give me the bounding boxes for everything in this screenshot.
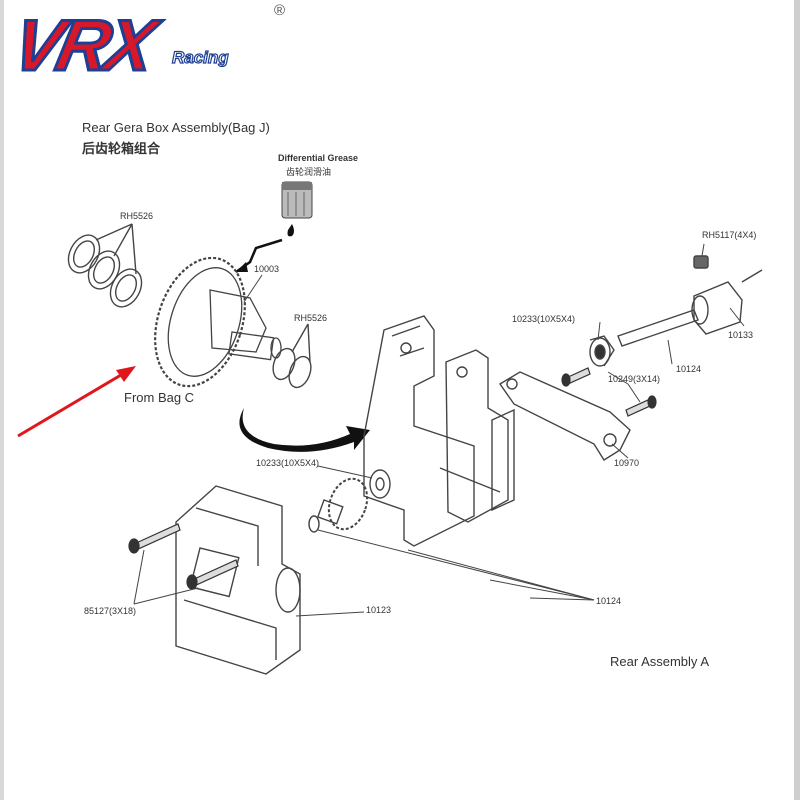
page-title: Rear Gera Box Assembly(Bag J) [82,120,270,135]
grease-label: Differential Grease [278,153,359,163]
grease-label-cn: 齿轮润滑油 [286,168,332,178]
part-10970: 10970 [614,458,640,468]
part-10124-shaft: 10124 [676,364,702,374]
from-bag-label: From Bag C [124,390,195,405]
grease-tube [235,181,313,274]
gearbox-housing [363,315,515,547]
curved-arrow [239,408,370,452]
leader-lines [133,243,745,617]
screws [128,367,657,590]
output-shaft [617,255,763,347]
part-10003: 10003 [254,264,280,274]
part-10123: 10123 [366,605,392,615]
svg-text:VRX: VRX [6,6,167,86]
part-10124-pinion: 10124 [596,596,622,606]
washers-right [272,323,312,389]
left-border [0,0,4,800]
washers-left [67,223,143,308]
registered-mark: ® [274,2,286,19]
right-border [794,0,800,800]
differential-gear [154,256,282,388]
arm-10970 [498,371,631,461]
part-rh5526-left: RH5526 [120,211,154,221]
part-10133: 10133 [728,330,754,340]
svg-text:Racing: Racing [172,48,229,67]
part-10233-lower: 10233(10X5X4) [256,458,320,468]
part-85127: 85127(3X18) [84,606,137,616]
bearing-upper [589,335,615,367]
rear-assembly-label: Rear Assembly A [610,654,709,669]
part-10249: 10249(3X14) [608,374,661,384]
red-arrow [17,366,136,438]
pinion-gear [308,469,391,533]
part-10233-upper: 10233(10X5X4) [512,314,576,324]
page-title-cn: 后齿轮箱组合 [82,142,161,157]
gearbox-cover [175,485,301,675]
part-rh5526-right: RH5526 [294,313,328,323]
vrx-logo: VRX Racing [4,4,230,87]
part-rh5117: RH5117(4X4) [702,230,757,240]
